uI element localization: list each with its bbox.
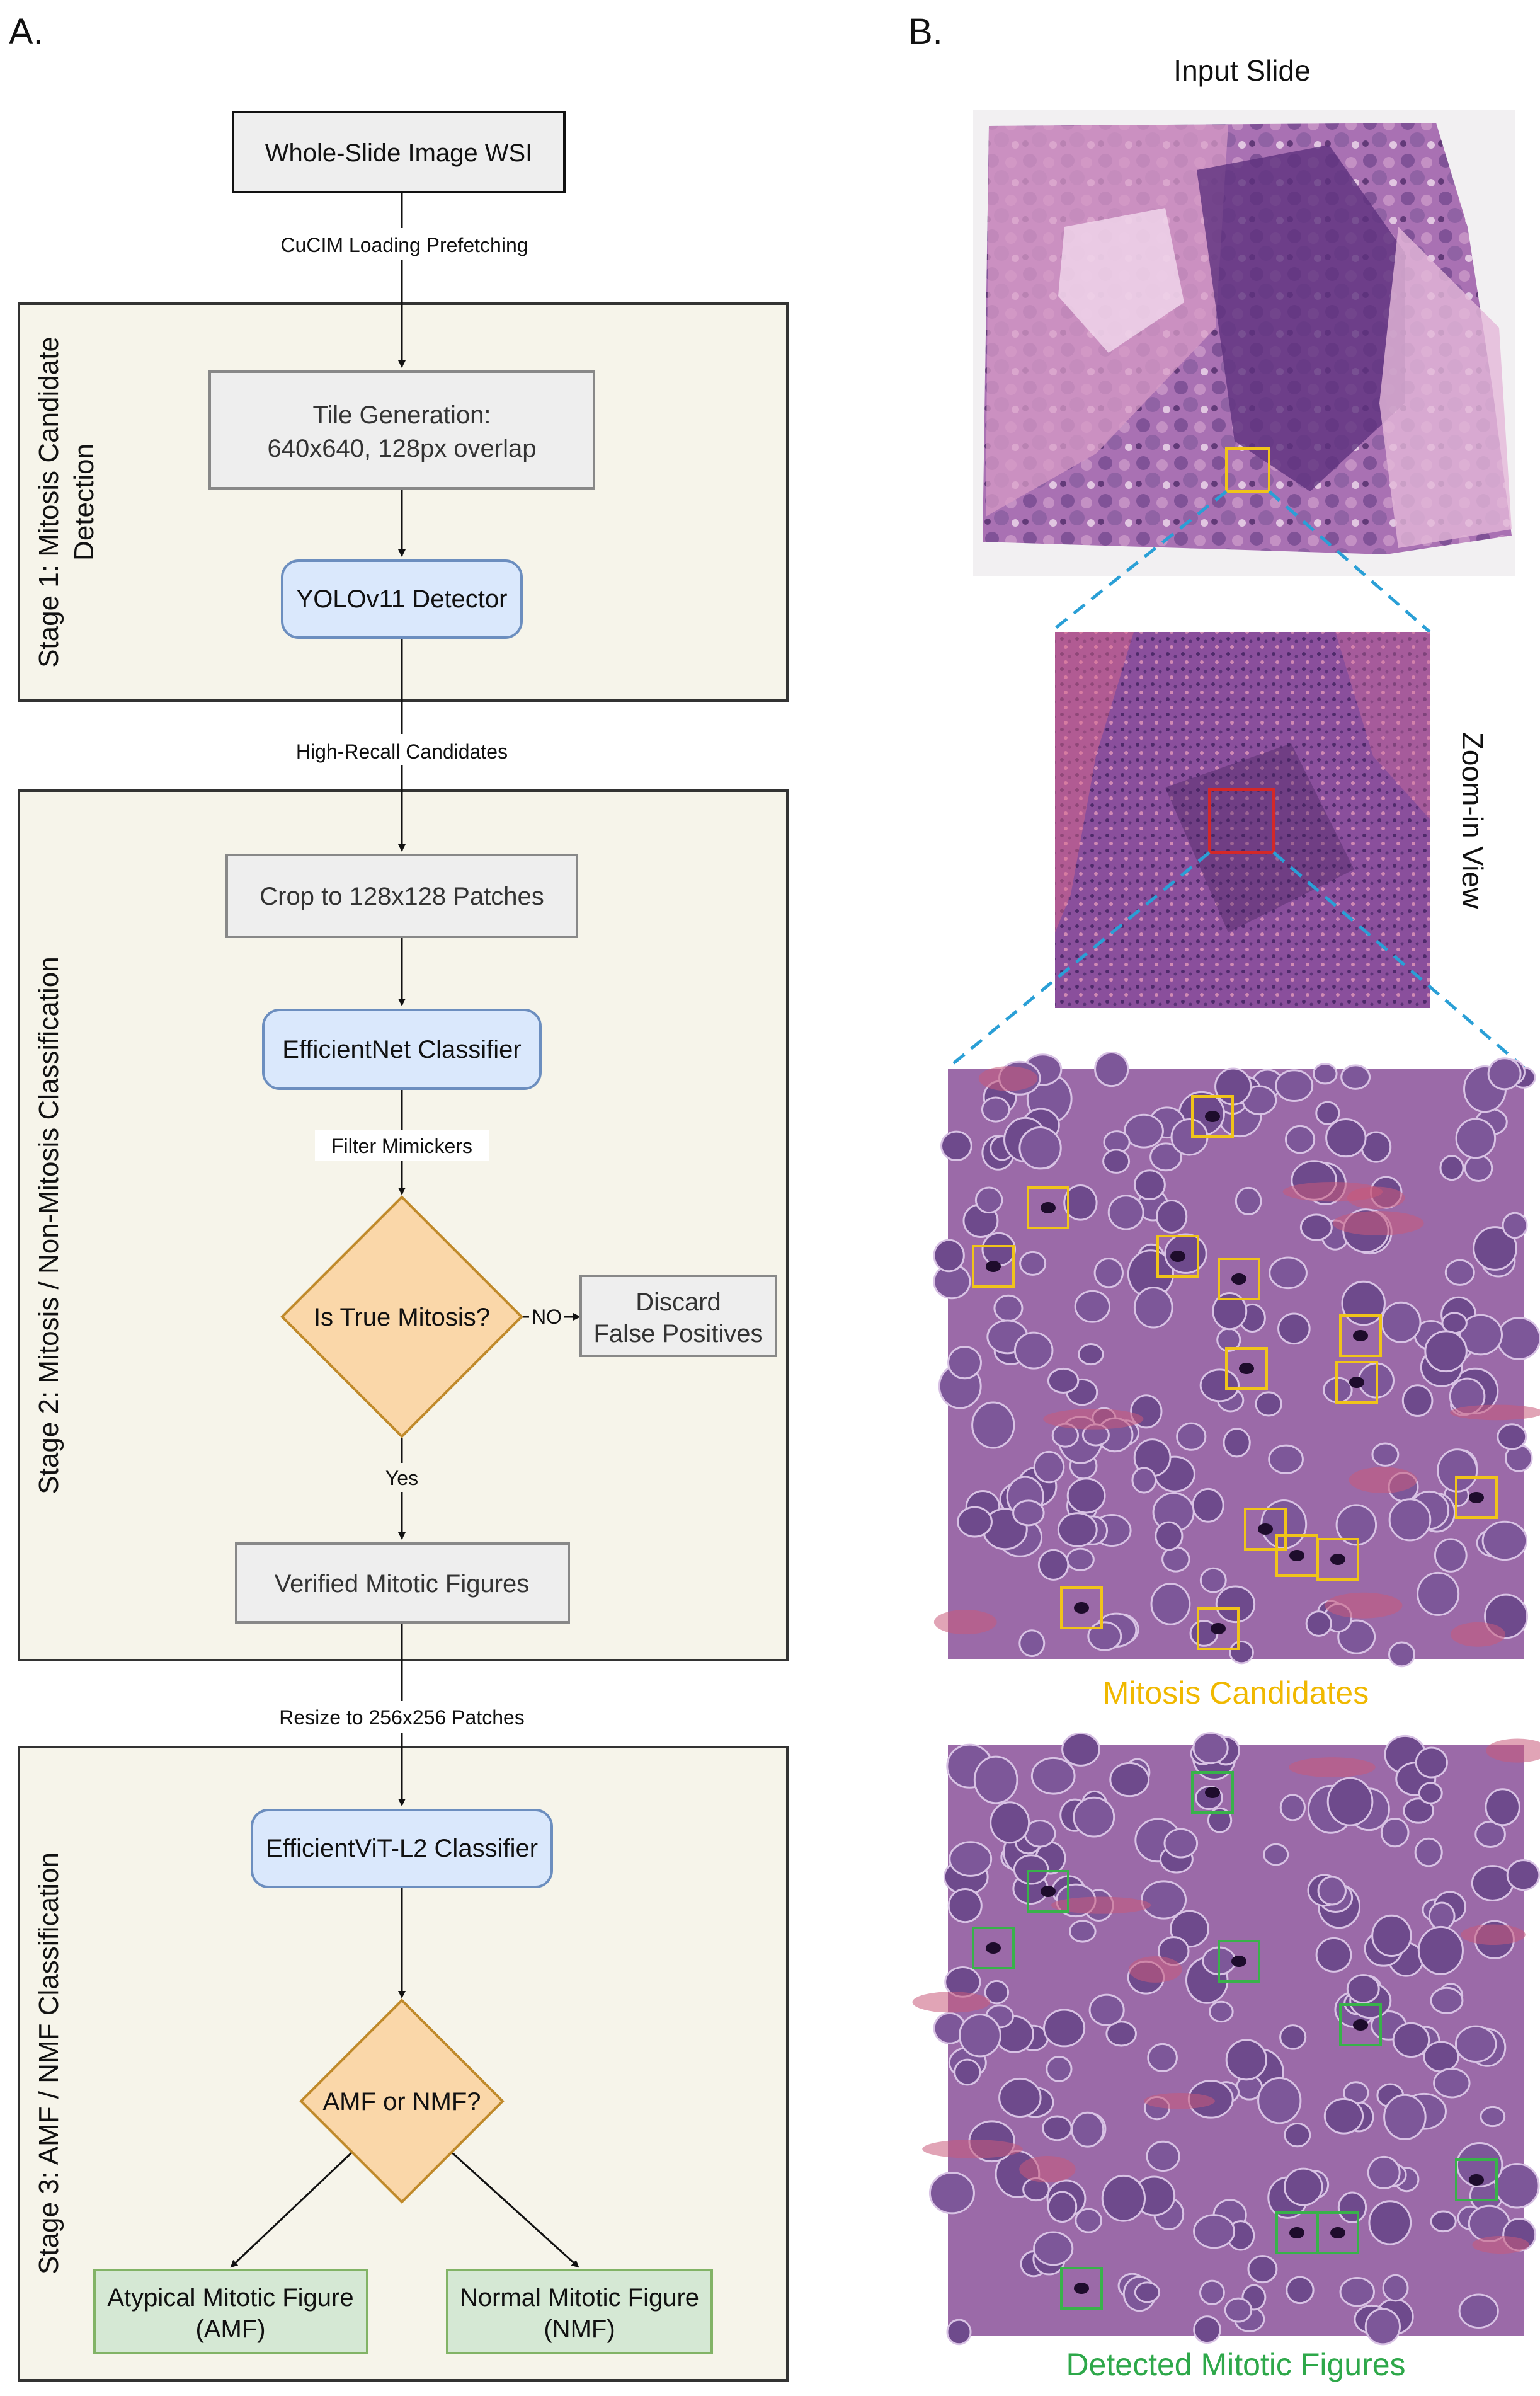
tile-generation-label-line1: Tile Generation: <box>312 401 491 429</box>
wsi-node <box>232 111 566 193</box>
crop-node-label: Crop to 128x128 Patches <box>260 883 544 910</box>
edge-label-filter: Filter Mimickers <box>331 1135 472 1157</box>
is-true-mitosis-decision <box>280 1195 523 1438</box>
discard-node <box>579 1275 777 1357</box>
efficientnet-node <box>262 1009 542 1090</box>
detected-box <box>1218 1940 1260 1983</box>
panel-b-label: B. <box>908 11 943 52</box>
detected-mitotic-figures-image <box>912 1731 1540 2346</box>
candidate-box <box>1156 1235 1199 1278</box>
candidate-box <box>1225 1347 1268 1390</box>
amf-label-line2: (AMF) <box>195 2315 265 2343</box>
detected-box <box>1060 2267 1103 2310</box>
input-slide-title: Input Slide <box>1173 54 1310 87</box>
nmf-node <box>446 2269 713 2354</box>
edge-label-no: NO <box>532 1305 562 1328</box>
edge-decision-to-nmf <box>451 2152 579 2268</box>
edge-label-bg <box>258 1701 545 1733</box>
stage-1-label: Stage 1: Mitosis Candidate Detection <box>33 336 100 668</box>
discard-label-line1: Discard <box>636 1288 721 1316</box>
edge-label-bg <box>252 228 552 260</box>
nuclei-texture <box>933 1051 1540 1668</box>
yolo-detector-node <box>281 559 523 639</box>
input-slide-image <box>973 110 1515 576</box>
edge-label-resize: Resize to 256x256 Patches <box>279 1706 525 1729</box>
efficientvit-label: EfficientViT-L2 Classifier <box>266 1835 538 1862</box>
nmf-label-line2: (NMF) <box>544 2315 615 2343</box>
zoom-in-view-title: Zoom-in View <box>1456 732 1489 909</box>
detected-box <box>1191 1771 1234 1814</box>
stage-3-label: Stage 3: AMF / NMF Classification <box>33 1852 64 2274</box>
edge-label-high-recall: High-Recall Candidates <box>296 740 508 763</box>
zoom-connector-left <box>1049 490 1228 633</box>
tile-generation-label-line2: 640x640, 128px overlap <box>268 435 537 462</box>
wsi-node-label: Whole-Slide Image WSI <box>265 139 533 167</box>
detected-mitotic-figures-caption: Detected Mitotic Figures <box>1066 2347 1405 2382</box>
detected-box <box>1339 2003 1382 2046</box>
zoom-in-image <box>1055 632 1430 1008</box>
amf-label-line1: Atypical Mitotic Figure <box>107 2284 353 2312</box>
candidate-box <box>972 1245 1015 1288</box>
yolo-detector-label: YOLOv11 Detector <box>297 585 508 613</box>
candidate-boxes <box>972 1095 1498 1650</box>
candidate-box <box>1191 1095 1234 1138</box>
efficientvit-node <box>251 1809 553 1888</box>
stage-2-label: Stage 2: Mitosis / Non-Mitosis Classific… <box>33 956 64 1494</box>
discard-label-line2: False Positives <box>594 1320 763 1348</box>
detected-box <box>1316 2211 1359 2254</box>
stage-1-label-line2: Detection <box>69 444 100 561</box>
is-true-mitosis-label: Is True Mitosis? <box>314 1304 490 1331</box>
nuclei-texture <box>912 1731 1540 2346</box>
zoom-roi-box <box>1208 788 1275 854</box>
edge-decision-to-amf <box>230 2152 353 2268</box>
candidate-box <box>1455 1476 1498 1519</box>
nmf-label-line1: Normal Mitotic Figure <box>460 2284 699 2312</box>
edge-label-bg <box>277 734 529 765</box>
detected-box <box>1455 2158 1498 2201</box>
candidate-box <box>1339 1314 1382 1357</box>
detected-box <box>972 1927 1015 1969</box>
candidate-box <box>1027 1186 1069 1229</box>
detected-boxes <box>972 1771 1498 2310</box>
edge-label-bg <box>378 1463 426 1492</box>
amf-node <box>93 2269 368 2354</box>
verified-node-label: Verified Mitotic Figures <box>275 1570 530 1598</box>
edge-label-bg <box>529 1304 564 1329</box>
edge-label-bg <box>315 1130 489 1161</box>
edge-label-yes: Yes <box>385 1467 418 1489</box>
amf-or-nmf-label: AMF or NMF? <box>322 2088 481 2116</box>
efficientnet-label: EfficientNet Classifier <box>282 1036 521 1063</box>
verified-node <box>235 1542 570 1624</box>
tile-generation-node <box>208 370 595 490</box>
crop-node <box>225 854 578 938</box>
edge-label-cucim: CuCIM Loading Prefetching <box>280 234 528 256</box>
zoom-connector-right-2 <box>1272 851 1526 1069</box>
stage-1-container <box>18 302 789 702</box>
panel-a-label: A. <box>9 11 43 52</box>
candidate-box <box>1244 1508 1287 1551</box>
stage-1-label-line1: Stage 1: Mitosis Candidate <box>33 336 64 668</box>
candidate-box <box>1218 1258 1260 1300</box>
candidate-box <box>1197 1607 1240 1650</box>
candidate-box <box>1335 1361 1378 1404</box>
candidate-box <box>1316 1538 1359 1581</box>
input-slide-roi-box <box>1225 447 1270 493</box>
detected-box <box>1027 1870 1069 1913</box>
zoom-connector-left-2 <box>947 851 1211 1069</box>
mitosis-candidates-caption: Mitosis Candidates <box>1103 1675 1369 1711</box>
candidate-box <box>1060 1586 1103 1629</box>
mitosis-candidates-image <box>933 1051 1540 1668</box>
amf-or-nmf-decision <box>299 1998 505 2204</box>
zoom-connector-right <box>1268 490 1431 633</box>
